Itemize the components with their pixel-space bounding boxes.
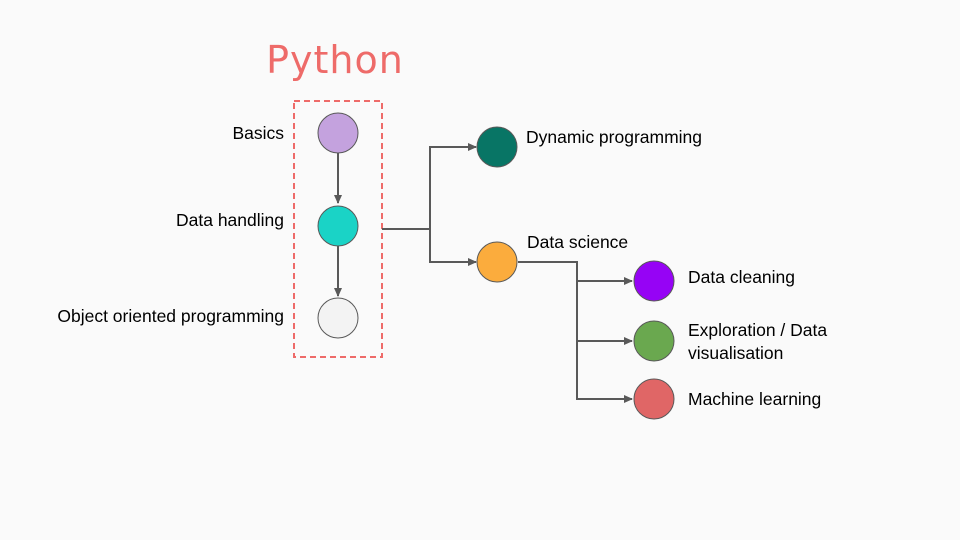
node-oop <box>317 297 359 339</box>
edge-group-to-data-science <box>429 229 477 266</box>
node-exploration-label-line-2: visualisation <box>688 343 783 363</box>
node-data-handling <box>317 205 359 247</box>
edge-data-science-to-exploration <box>576 281 633 345</box>
node-basics-label: Basics <box>232 123 284 143</box>
node-data-cleaning-label: Data cleaning <box>688 267 795 287</box>
edge-data-science-to-machine-learning <box>576 341 633 403</box>
diagram-title: Python <box>266 38 404 82</box>
edge-data-science-to-data-cleaning <box>518 261 633 285</box>
node-dynamic-programming-label: Dynamic programming <box>526 127 702 147</box>
node-dynamic-programming <box>476 126 518 168</box>
node-data-cleaning <box>633 260 675 302</box>
node-data-science-label: Data science <box>527 232 628 252</box>
node-oop-label: Object oriented programming <box>57 306 284 326</box>
node-data-handling-label: Data handling <box>176 210 284 230</box>
node-data-science <box>476 241 518 283</box>
node-exploration <box>633 320 675 362</box>
node-machine-learning-label: Machine learning <box>688 389 821 409</box>
edge-group-to-dynamic-programming <box>382 143 477 230</box>
node-machine-learning <box>633 378 675 420</box>
node-basics <box>317 112 359 154</box>
node-exploration-label-line-1: Exploration / Data <box>688 320 827 340</box>
